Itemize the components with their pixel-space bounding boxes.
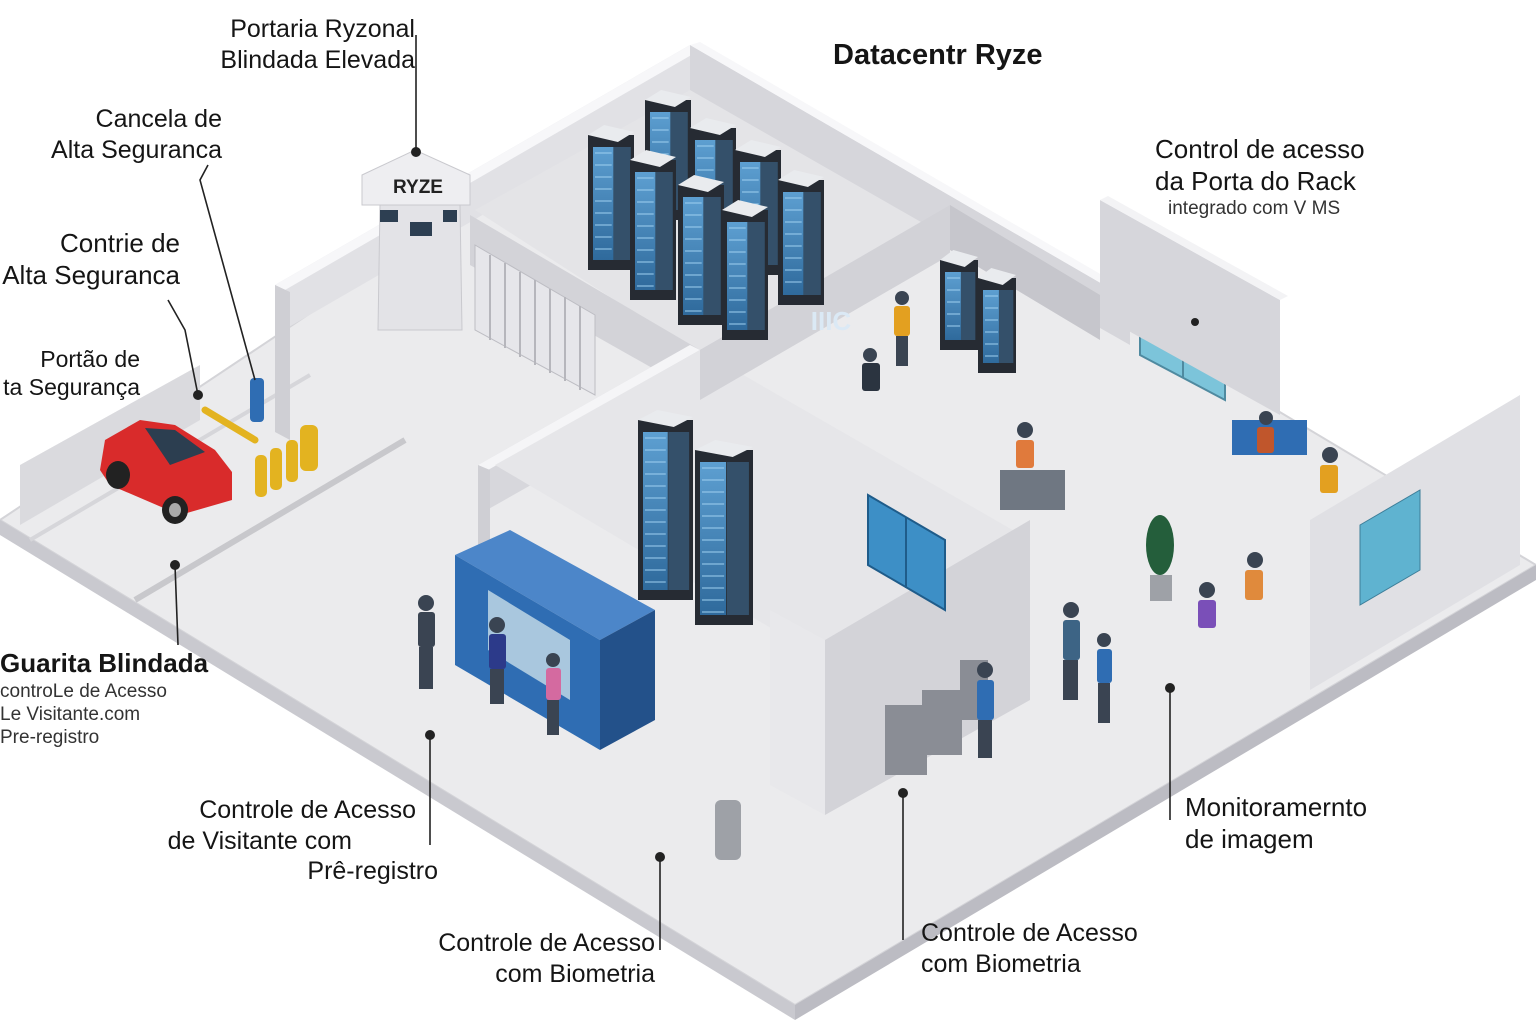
noc-wall-right — [950, 205, 1100, 340]
label-line: da Porta do Rack — [1155, 165, 1356, 196]
label-line: Portão de — [40, 346, 140, 372]
tower-window — [410, 222, 432, 236]
plant — [1146, 515, 1174, 575]
label-line: Cancela de — [95, 105, 222, 133]
server-hall-wall — [470, 215, 700, 395]
server-rack — [638, 410, 693, 600]
server-rack — [778, 170, 824, 305]
server-rack — [630, 150, 676, 300]
server-rack — [695, 440, 753, 625]
label-line: com Biometria — [921, 949, 1081, 978]
server-room-2-front — [825, 520, 1030, 815]
tower-window — [380, 210, 398, 222]
label-line: Contrie de — [60, 228, 180, 258]
leader-dots — [170, 147, 1199, 862]
page-title: Datacentr Ryze — [833, 39, 1043, 71]
label-cancela: Cancela de Alta Seguranca — [40, 104, 222, 165]
label-line: Prê-registro — [307, 857, 438, 885]
label-line: Monitoramernto — [1185, 792, 1368, 822]
server-rack — [940, 250, 978, 350]
label-line: Control de acesso — [1155, 134, 1365, 164]
server-racks — [588, 90, 1016, 625]
tower-sign: RYZE — [393, 177, 443, 198]
label-guarita: Guarita Blindada controLe de Acesso Le V… — [0, 648, 208, 749]
right-window — [1359, 489, 1421, 606]
label-line: Blindada Elevada — [220, 45, 415, 74]
people — [418, 291, 1338, 758]
label-biometria-1: Controle de Acesso com Biometria — [420, 928, 655, 989]
label-monitoramento: Monitoramernto de imagem — [1185, 792, 1367, 855]
label-line: controLe de Acesso — [0, 680, 167, 702]
label-line: de imagem — [1185, 823, 1314, 854]
turnstiles — [885, 660, 988, 775]
server-rack — [678, 175, 724, 325]
entry-wall-side — [275, 285, 290, 440]
server-rack — [722, 200, 768, 340]
label-line: Controle de Acesso — [921, 919, 1138, 947]
tower-window — [443, 210, 457, 222]
label-line: Portaria Ryzonal — [230, 15, 415, 43]
floor-edge-right — [795, 565, 1536, 1020]
label-line: Controle de Acesso — [438, 929, 655, 957]
floor-edge-left — [0, 520, 795, 1020]
server-room-2-side — [770, 610, 825, 815]
lane-line — [133, 437, 407, 603]
red-car — [100, 420, 232, 524]
barrier-post — [250, 378, 264, 422]
label-biometria-2: Controle de Acesso com Biometria — [921, 918, 1138, 979]
visitor-kiosk — [455, 530, 655, 750]
server-rack — [588, 125, 634, 270]
label-line: Pre-registro — [0, 727, 100, 749]
label-rack-access: Control de acesso da Porta do Rack integ… — [1155, 134, 1365, 221]
right-wing-wall-top — [1100, 196, 1288, 300]
leader-lines — [167, 35, 1171, 950]
bollards — [255, 425, 318, 497]
label-visitante: Controle de Acesso de Visitante com Prê-… — [160, 795, 438, 887]
label-line: Alta Seguranca — [51, 135, 222, 164]
label-line: Alta Seguranca — [2, 259, 180, 290]
right-wing-wall — [1100, 200, 1280, 415]
label-portao: Portão de ta Segurança — [0, 345, 140, 401]
label-line: de Visitante com — [167, 826, 352, 855]
label-line: Controle de Acesso — [199, 796, 416, 824]
server-room-door — [867, 493, 946, 612]
label-line: Le Visitante.com — [0, 703, 141, 725]
noc-desk — [1000, 470, 1065, 510]
label-contrie: Contrie de Alta Seguranca — [0, 228, 180, 291]
noc-wall-back — [700, 205, 950, 400]
noc-screen-sign: IIIC — [811, 306, 852, 336]
biometric-bollard — [715, 800, 741, 860]
label-rack-sub: integrado com V MS — [1168, 198, 1341, 220]
server-rack — [978, 268, 1016, 373]
label-guarita-title: Guarita Blindada — [0, 648, 209, 678]
label-line: ta Segurança — [3, 374, 140, 401]
label-portaria: Portaria Ryzonal Blindada Elevada — [190, 14, 415, 75]
label-line: com Biometria — [495, 959, 655, 988]
barrier-arm — [201, 406, 259, 444]
